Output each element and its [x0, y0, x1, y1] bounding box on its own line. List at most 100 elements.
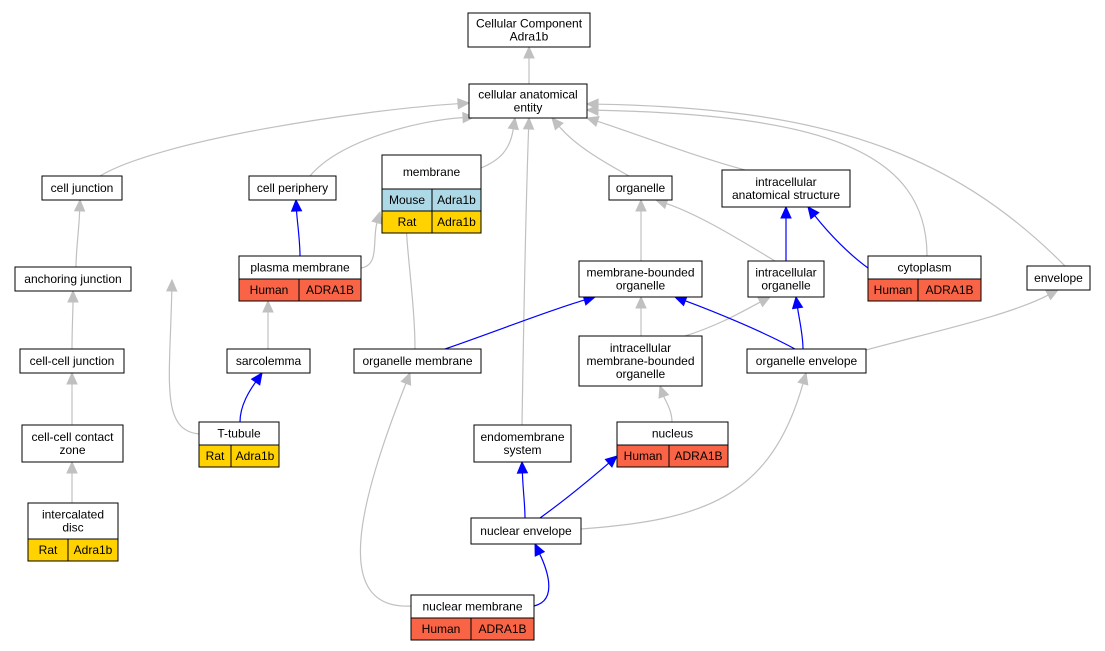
edge-line — [666, 202, 776, 262]
node-envelope[interactable]: envelope — [1026, 265, 1091, 291]
arrowhead-icon — [371, 210, 383, 225]
edge-line — [539, 462, 610, 519]
node-sarcolemma[interactable]: sarcolemma — [226, 348, 311, 374]
gene-label: ADRA1B — [478, 622, 526, 636]
arrowhead-icon — [73, 198, 86, 212]
node-organelle[interactable]: organelle — [608, 175, 673, 201]
arrowhead-icon — [757, 296, 772, 308]
gene-cell — [431, 210, 482, 234]
gene-label: Adra1b — [437, 193, 476, 207]
edge-line — [684, 301, 761, 337]
node-label: zone — [59, 443, 85, 457]
node-label: cell junction — [51, 181, 114, 195]
node-label: organelle — [616, 181, 666, 195]
edge-organelle-envelope-to-membrane-bounded-organelle — [673, 295, 796, 350]
edge-line — [597, 109, 928, 257]
edge-line — [360, 222, 378, 269]
gene-cell — [230, 444, 280, 468]
node-box — [608, 175, 673, 201]
edge-nuclear-membrane-to-nuclear-envelope — [533, 542, 550, 607]
node-label: endomembrane — [480, 430, 564, 444]
arrowhead-icon — [807, 206, 820, 220]
edge-t-tubule-to-sarcolemma — [239, 372, 263, 423]
node-box — [27, 502, 119, 540]
node-box — [578, 260, 703, 298]
node-box — [470, 517, 582, 545]
edge-endomembrane-system-to-cellular-anatomical-entity — [521, 116, 535, 426]
species-label: Human — [422, 622, 461, 636]
edge-nuclear-envelope-to-endomembrane-system — [516, 460, 529, 519]
node-nuclear-envelope[interactable]: nuclear envelope — [470, 517, 582, 545]
edge-line — [580, 383, 804, 530]
gene-cell — [470, 617, 535, 641]
edge-membrane-bounded-organelle-to-organelle — [635, 198, 647, 261]
node-label: cellular anatomical — [478, 88, 577, 102]
arrowhead-icon — [604, 455, 618, 468]
node-label: envelope — [1034, 271, 1083, 285]
node-organelle-membrane[interactable]: organelle membrane — [353, 348, 482, 374]
edge-membrane-to-cellular-anatomical-entity — [480, 116, 519, 169]
node-cell-periphery[interactable]: cell periphery — [248, 175, 337, 201]
node-cell-cell-junction[interactable]: cell-cell junction — [19, 348, 125, 374]
gene-label: Adra1b — [236, 449, 275, 463]
gene-label: ADRA1B — [306, 283, 354, 297]
node-box — [578, 335, 703, 387]
edge-nuclear-envelope-to-nucleus — [539, 455, 618, 519]
node-box — [14, 266, 132, 292]
edge-line — [309, 117, 464, 177]
node-label: plasma membrane — [250, 261, 350, 275]
node-label: sarcolemma — [236, 354, 302, 368]
arrowhead-icon — [67, 289, 79, 303]
species-label: Rat — [206, 449, 225, 463]
arrowhead-icon — [250, 372, 263, 386]
edge-intracellular-organelle-to-intracellular-anatomical-structure — [780, 205, 792, 261]
node-label: intracellular — [755, 266, 816, 280]
node-label: organelle — [761, 279, 811, 293]
gene-label: ADRA1B — [925, 283, 973, 297]
edge-line — [796, 307, 804, 350]
node-label: nucleus — [652, 427, 693, 441]
edge-anchoring-junction-to-cell-junction — [73, 198, 86, 268]
arrowhead-icon — [534, 542, 546, 557]
edge-line — [814, 215, 869, 269]
node-cell-junction[interactable]: cell junction — [41, 175, 123, 201]
node-box — [226, 348, 311, 374]
edge-line — [480, 128, 514, 169]
edge-plasma-membrane-to-cell-periphery — [290, 198, 303, 257]
species-label: Rat — [398, 215, 417, 229]
arrowhead-icon — [457, 97, 471, 110]
node-label: membrane-bounded — [586, 354, 694, 368]
node-label: intercalated — [42, 508, 104, 522]
node-anchoring-junction[interactable]: anchoring junction — [14, 266, 132, 292]
node-box — [41, 175, 123, 201]
edge-nuclear-envelope-to-organelle-envelope — [580, 371, 809, 530]
arrowhead-icon — [797, 371, 809, 386]
arrowhead-icon — [635, 295, 647, 309]
node-box — [1026, 265, 1091, 291]
species-label: Human — [250, 283, 289, 297]
node-organelle-envelope[interactable]: organelle envelope — [746, 348, 867, 374]
node-label: cell-cell contact — [31, 430, 114, 444]
edge-cell-junction-to-cellular-anatomical-entity — [99, 97, 471, 177]
edge-line — [597, 103, 1066, 267]
edge-plasma-membrane-to-membrane — [360, 210, 383, 269]
